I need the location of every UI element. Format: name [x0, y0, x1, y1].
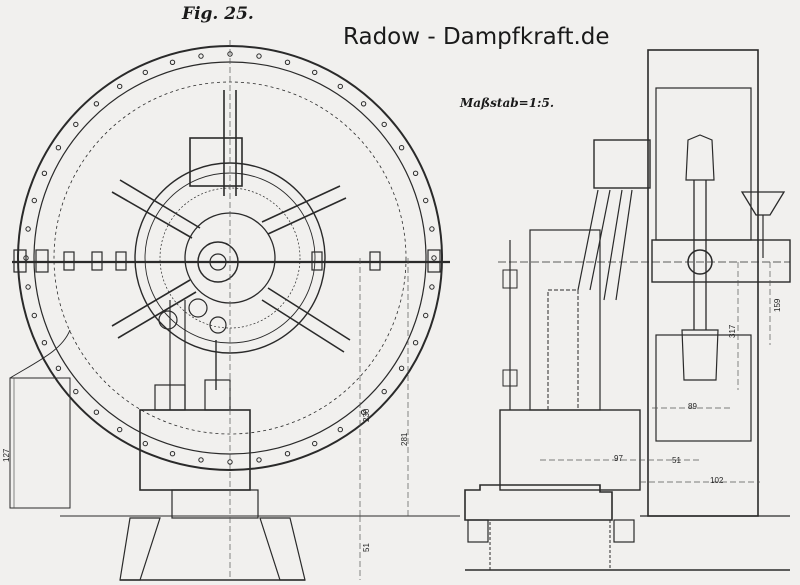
rim-rivet [73, 388, 79, 395]
dimension-51-right: 51 [672, 456, 681, 465]
rim-rivet [337, 426, 343, 433]
rim-rivet [423, 197, 429, 204]
dimension-317: 317 [728, 324, 737, 338]
dimension-97: 97 [614, 454, 623, 463]
dimension-89: 89 [688, 402, 697, 411]
rim-rivet [360, 101, 367, 107]
front-view [9, 40, 460, 581]
rim-rivet [412, 170, 419, 177]
rim-rivet [117, 426, 123, 433]
dimension-281: 281 [400, 432, 409, 446]
rim-rivet [41, 170, 48, 177]
watermark-text: Radow - Dampfkraft.de [340, 24, 613, 50]
rim-rivet [429, 226, 435, 232]
rim-rivet [284, 59, 291, 65]
rim-rivet [398, 365, 405, 371]
rim-rivet [381, 121, 387, 128]
rim-rivet [55, 145, 62, 151]
rim-rivet [93, 409, 100, 415]
rim-rivet [360, 409, 367, 415]
figure-label: Fig. 25. [182, 4, 254, 24]
rim-rivet [31, 197, 37, 204]
rim-rivet [169, 59, 176, 65]
rim-rivet [227, 459, 233, 465]
rim-rivet [25, 284, 31, 290]
rim-rivet [142, 69, 149, 76]
scale-label: Maßstab=1:5. [460, 96, 555, 110]
side-view [464, 49, 791, 571]
rim-rivet [423, 312, 429, 319]
dimension-230: 230 [362, 408, 371, 422]
rim-rivet [312, 69, 318, 76]
rim-rivet [31, 312, 37, 319]
rim-rivet [284, 451, 291, 457]
rim-rivet [381, 388, 387, 395]
rim-rivet [198, 457, 204, 463]
rim-rivet [169, 451, 176, 457]
dimension-51-left: 51 [362, 543, 371, 552]
rim-rivet [55, 365, 62, 371]
dimension-127: 127 [2, 448, 11, 462]
rim-rivet [398, 145, 405, 151]
rim-rivet [41, 340, 48, 346]
rim-rivet [337, 83, 343, 90]
dimension-102: 102 [710, 476, 724, 485]
rim-rivet [142, 440, 149, 447]
rim-rivet [312, 440, 318, 447]
rim-rivet [412, 340, 419, 346]
rim-rivet [431, 255, 437, 261]
rim-rivet [256, 53, 262, 59]
rim-rivet [73, 121, 79, 128]
rim-rivet [198, 53, 204, 59]
rim-rivet [256, 457, 262, 463]
rim-rivet [429, 284, 435, 290]
rim-rivet [117, 83, 123, 90]
rim-rivet [227, 51, 233, 57]
dimension-159: 159 [773, 298, 782, 312]
rim-rivet [93, 101, 100, 107]
rim-rivet [23, 255, 29, 261]
rim-rivet [25, 226, 31, 232]
